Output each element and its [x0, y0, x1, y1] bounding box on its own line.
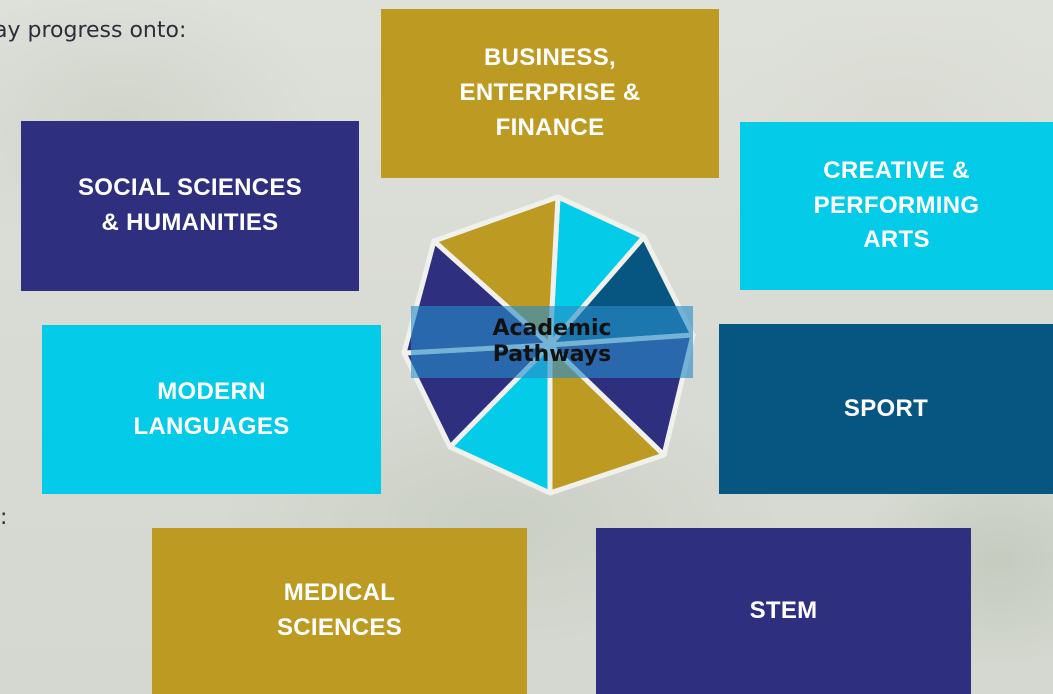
- pathway-label-line: STEM: [749, 596, 818, 624]
- pathway-label-line: ENTERPRISE &: [459, 79, 641, 107]
- pathway-label-line: CREATIVE &: [823, 156, 970, 184]
- pathway-label-line: SCIENCES: [276, 614, 403, 641]
- pathway-sport: SPORT: [719, 324, 1053, 494]
- pathway-medical-sciences: MEDICAL SCIENCES: [152, 528, 527, 694]
- pathway-creative: CREATIVE & PERFORMING ARTS: [740, 122, 1053, 290]
- pathway-label-line: LANGUAGES: [133, 412, 290, 440]
- pathway-social-sciences: SOCIAL SCIENCES & HUMANITIES: [21, 121, 359, 291]
- pathway-business: BUSINESS, ENTERPRISE & FINANCE: [381, 9, 719, 178]
- center-label-line: Pathways: [492, 342, 612, 367]
- intro-text: ay progress onto:: [0, 18, 187, 43]
- center-label-line: Academic: [492, 315, 612, 341]
- pathway-label-line: BUSINESS,: [483, 44, 617, 72]
- pathway-label-line: MEDICAL: [283, 579, 396, 607]
- pathway-label-line: SPORT: [843, 394, 929, 422]
- pathway-label-line: FINANCE: [495, 113, 605, 141]
- pathway-label-line: & HUMANITIES: [101, 209, 279, 236]
- center-label: Academic Pathways: [411, 306, 693, 378]
- pathway-modern-languages: MODERN LANGUAGES: [42, 325, 381, 494]
- pathway-label-line: ARTS: [863, 226, 930, 254]
- pathway-label-line: SOCIAL SCIENCES: [77, 174, 303, 202]
- partial-text: :: [0, 505, 8, 530]
- pathway-label-line: PERFORMING: [813, 191, 980, 219]
- pathway-label-line: MODERN: [157, 377, 266, 405]
- pathway-stem: STEM: [596, 528, 971, 694]
